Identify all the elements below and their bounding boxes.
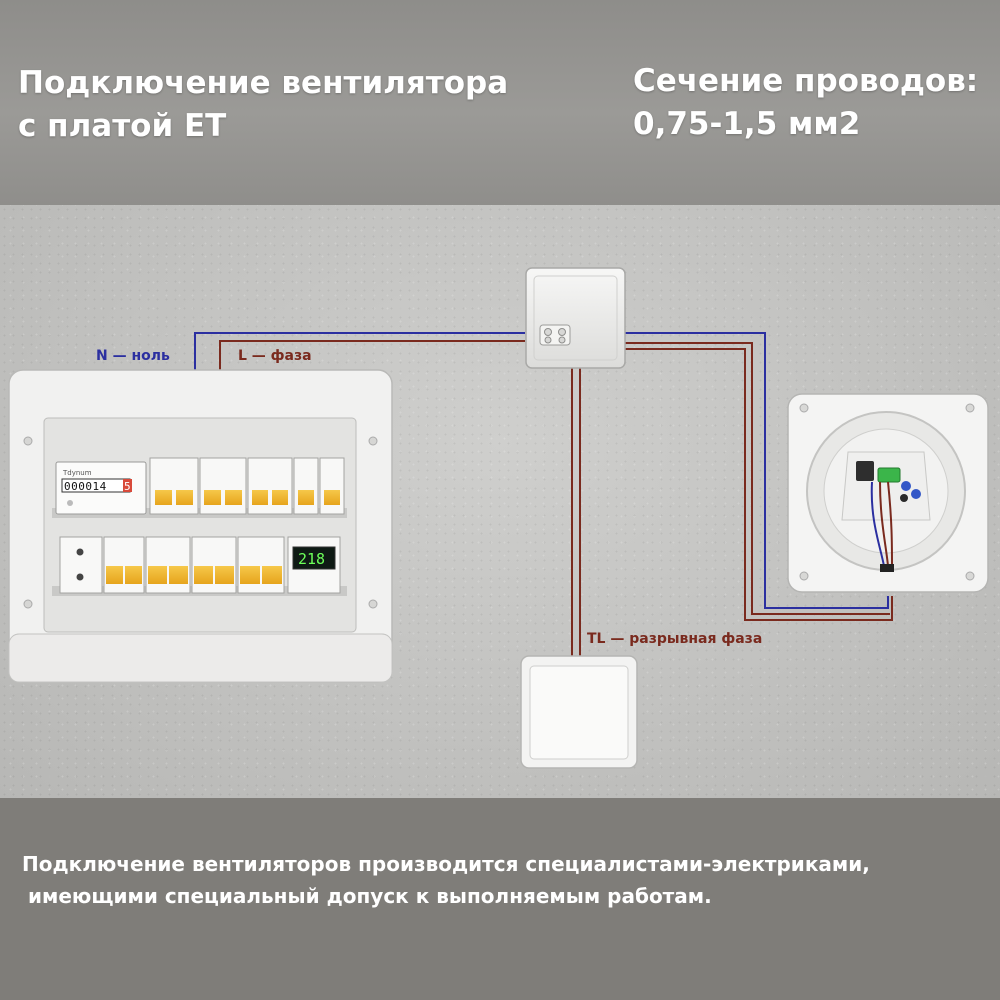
breakers-row-2 — [103, 536, 285, 594]
cross-section-label: Сечение проводов: — [633, 63, 979, 99]
wire-cross-section: Сечение проводов: 0,75-1,5 мм2 — [633, 60, 993, 146]
meter-reading-fraction: 5 — [124, 480, 131, 493]
breaker — [319, 457, 345, 515]
safety-notice: Подключение вентиляторов производится сп… — [22, 848, 987, 912]
energy-meter: Tdynum 000014 5 — [55, 461, 147, 515]
breaker — [247, 457, 293, 515]
footer-band — [0, 798, 1000, 1000]
page-title: Подключение вентилятора с платой ET — [18, 62, 538, 148]
voltmeter-value: 218 — [298, 550, 325, 568]
phase-wire — [219, 340, 893, 656]
exhaust-fan — [787, 393, 989, 593]
breaker — [145, 536, 191, 594]
breaker — [293, 457, 319, 515]
rcd-device — [59, 536, 103, 594]
safety-notice-line-2: имеющими специальный допуск к выполняемы… — [28, 884, 712, 908]
breaker — [191, 536, 237, 594]
voltmeter: 218 — [287, 536, 341, 594]
phase-label: L — фаза — [238, 348, 312, 364]
safety-notice-line-1: Подключение вентиляторов производится сп… — [22, 852, 870, 876]
light-switch — [520, 655, 638, 769]
title-line-2: с платой ET — [18, 108, 227, 144]
neutral-wire — [194, 332, 889, 609]
breaker — [103, 536, 145, 594]
junction-box — [525, 267, 626, 369]
header-band — [0, 0, 1000, 205]
title-line-1: Подключение вентилятора — [18, 65, 509, 101]
terminal-block — [539, 324, 571, 346]
neutral-label: N — ноль — [96, 348, 170, 364]
meter-brand: Tdynum — [62, 469, 92, 477]
electrical-panel: Tdynum 000014 5 — [8, 369, 393, 683]
meter-reading: 000014 — [64, 480, 107, 493]
switched-phase-label: TL — разрывная фаза — [587, 631, 762, 647]
breaker — [149, 457, 199, 515]
fan-control-board — [856, 461, 921, 502]
breaker — [237, 536, 285, 594]
breaker — [199, 457, 247, 515]
breakers-row-1 — [149, 457, 345, 515]
cross-section-value: 0,75-1,5 мм2 — [633, 106, 861, 142]
